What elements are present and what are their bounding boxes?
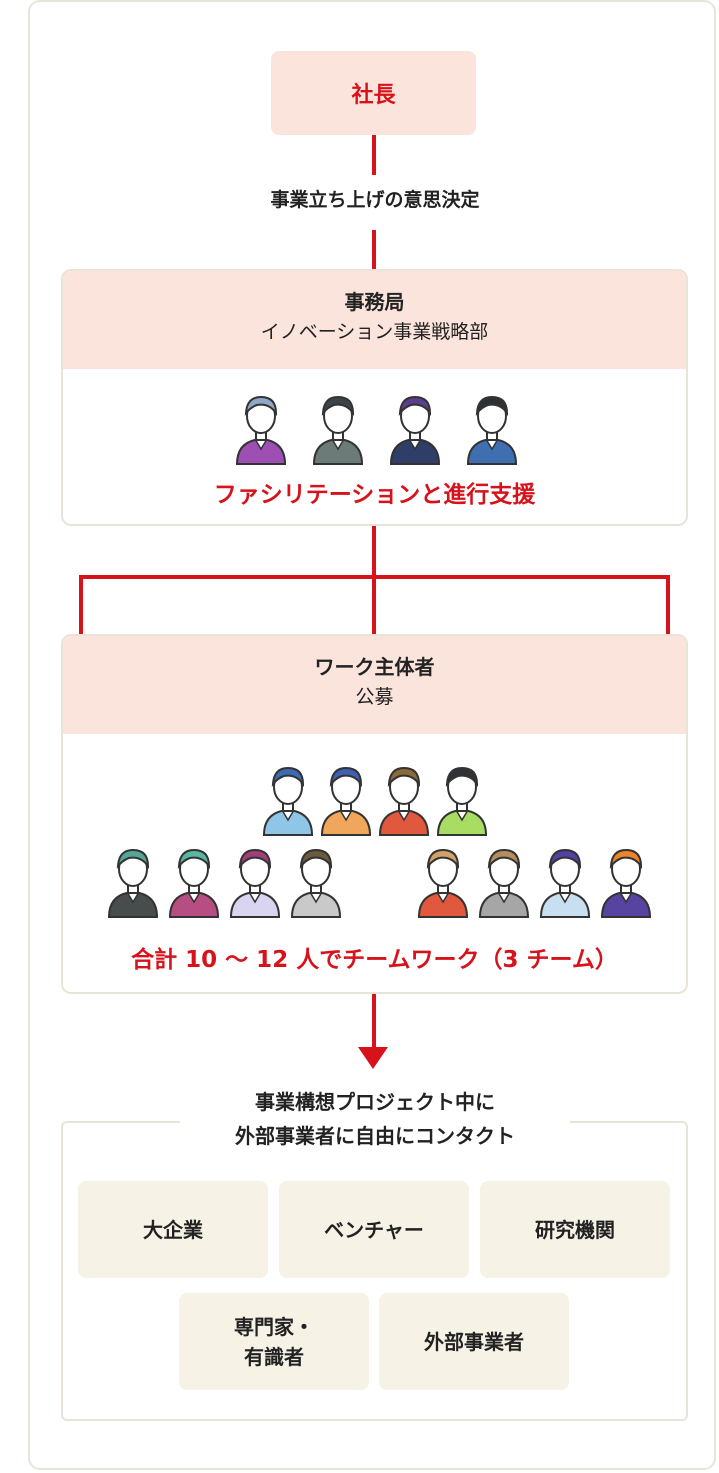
woman-avatar-icon: [288, 842, 344, 922]
woman-avatar-icon: [227, 842, 283, 922]
man-avatar-icon: [166, 842, 222, 922]
man-beard-avatar-icon: [376, 760, 432, 840]
tile-label: 大企業: [143, 1217, 203, 1242]
decision-caption: 事業立ち上げの意思決定: [270, 189, 480, 211]
man-suit-avatar-icon: [310, 389, 366, 469]
secretariat-role: ファシリテーションと進行支援: [213, 482, 536, 508]
man-glasses-avatar-icon: [387, 389, 443, 469]
connector-branch-left: [79, 575, 83, 635]
ceo-box: 社長: [271, 51, 476, 135]
connector-secretariat-to-branch: [372, 526, 376, 636]
tile-label: 研究機関: [535, 1217, 615, 1242]
secretariat-header: 事務局 イノベーション事業戦略部: [63, 271, 686, 369]
secretariat-subtitle: イノベーション事業戦略部: [260, 321, 489, 343]
ceo-label: 社長: [351, 83, 396, 108]
tile-label: ベンチャー: [324, 1217, 424, 1242]
woman-bun-avatar-icon: [105, 842, 161, 922]
external-title-line2: 外部事業者に自由にコンタクト: [235, 1124, 515, 1148]
woman-glasses-avatar-icon: [233, 389, 289, 469]
woman-avatar-icon: [434, 760, 490, 840]
man-avatar-icon: [598, 842, 654, 922]
secretariat-title: 事務局: [344, 290, 405, 314]
man-avatar-icon: [260, 760, 316, 840]
external-title-line1: 事業構想プロジェクト中に: [255, 1090, 495, 1114]
tile-experts: 専門家・ 有識者: [179, 1293, 369, 1390]
work-owners-summary: 合計 10 ～ 12 人でチームワーク（3 チーム）: [131, 947, 618, 973]
tile-research-institute: 研究機関: [480, 1181, 670, 1278]
arrow-down-icon: [358, 1047, 388, 1069]
tile-large-company: 大企業: [78, 1181, 268, 1278]
external-contacts-title: 事業構想プロジェクト中に 外部事業者に自由にコンタクト: [180, 1085, 570, 1153]
tile-venture: ベンチャー: [279, 1181, 469, 1278]
tile-label: 外部事業者: [424, 1329, 524, 1354]
woman-avatar-icon: [318, 760, 374, 840]
woman-long-hair-avatar-icon: [415, 842, 471, 922]
work-owners-title: ワーク主体者: [314, 655, 435, 679]
connector-branch-right: [666, 575, 670, 635]
secretariat-box: 事務局 イノベーション事業戦略部 ファシリテーションと進行支援: [61, 269, 688, 526]
man-suit-avatar-icon: [476, 842, 532, 922]
work-owners-header: ワーク主体者 公募: [63, 636, 686, 734]
man-avatar-icon: [537, 842, 593, 922]
connector-arrow-shaft: [372, 994, 376, 1050]
man-suit-avatar-icon: [464, 389, 520, 469]
tile-external-business: 外部事業者: [379, 1293, 569, 1390]
connector-branch-horizontal: [79, 575, 670, 579]
tile-label: 専門家・ 有識者: [234, 1314, 314, 1369]
connector-ceo-to-caption: [372, 135, 376, 175]
work-owners-subtitle: 公募: [355, 686, 394, 708]
connector-caption-to-secretariat: [372, 230, 376, 270]
work-owners-box: ワーク主体者 公募 合計 10 ～ 12 人でチームワーク（3 チーム）: [61, 634, 688, 994]
